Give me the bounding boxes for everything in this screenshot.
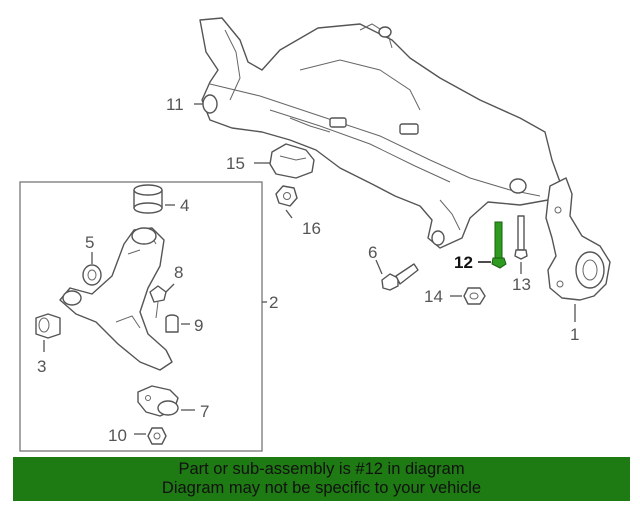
lower-arm-group-box bbox=[19, 181, 263, 452]
bolt-part-13 bbox=[514, 215, 528, 260]
lower-control-arm bbox=[59, 227, 173, 371]
bolt-part-6 bbox=[381, 263, 419, 291]
bolt-part-8 bbox=[149, 285, 167, 319]
bolt-part-9 bbox=[165, 314, 179, 333]
callout-8: 8 bbox=[174, 263, 183, 282]
callout-11: 11 bbox=[166, 95, 184, 114]
banner-line-disclaimer: Diagram may not be specific to your vehi… bbox=[161, 479, 482, 497]
callout-14: 14 bbox=[424, 287, 443, 306]
callout-2: 2 bbox=[269, 293, 278, 312]
parts-diagram: 11 15 16 4 5 3 8 9 7 10 2 6 14 12 13 1 bbox=[19, 17, 611, 452]
bracket-part-15 bbox=[269, 143, 315, 179]
callout-7: 7 bbox=[200, 402, 209, 421]
ball-joint-part-7 bbox=[137, 385, 179, 417]
bolt-part-12-highlighted bbox=[491, 221, 507, 269]
front-subframe bbox=[199, 17, 561, 249]
callout-3: 3 bbox=[37, 357, 46, 376]
callout-1: 1 bbox=[570, 325, 579, 344]
info-banner: Part or sub-assembly is #12 in diagram D… bbox=[13, 457, 630, 501]
nut-part-14 bbox=[463, 287, 486, 305]
nut-part-16 bbox=[275, 185, 298, 207]
leader-lines bbox=[43, 103, 576, 435]
callout-12-highlighted: 12 bbox=[454, 253, 473, 272]
callout-15: 15 bbox=[226, 154, 245, 173]
callout-10: 10 bbox=[108, 426, 127, 445]
callout-13: 13 bbox=[512, 275, 531, 294]
callout-16: 16 bbox=[302, 219, 321, 238]
banner-line-part-number: Part or sub-assembly is #12 in diagram bbox=[178, 460, 465, 478]
bushing-part-5 bbox=[82, 264, 102, 286]
bushing-part-3 bbox=[35, 313, 61, 339]
callout-6: 6 bbox=[368, 243, 377, 262]
nut-part-10 bbox=[147, 427, 167, 445]
callout-9: 9 bbox=[194, 316, 203, 335]
callout-4: 4 bbox=[180, 196, 189, 215]
steering-knuckle-part-1 bbox=[545, 177, 611, 301]
bushing-part-4 bbox=[133, 184, 163, 214]
callout-5: 5 bbox=[85, 233, 94, 252]
